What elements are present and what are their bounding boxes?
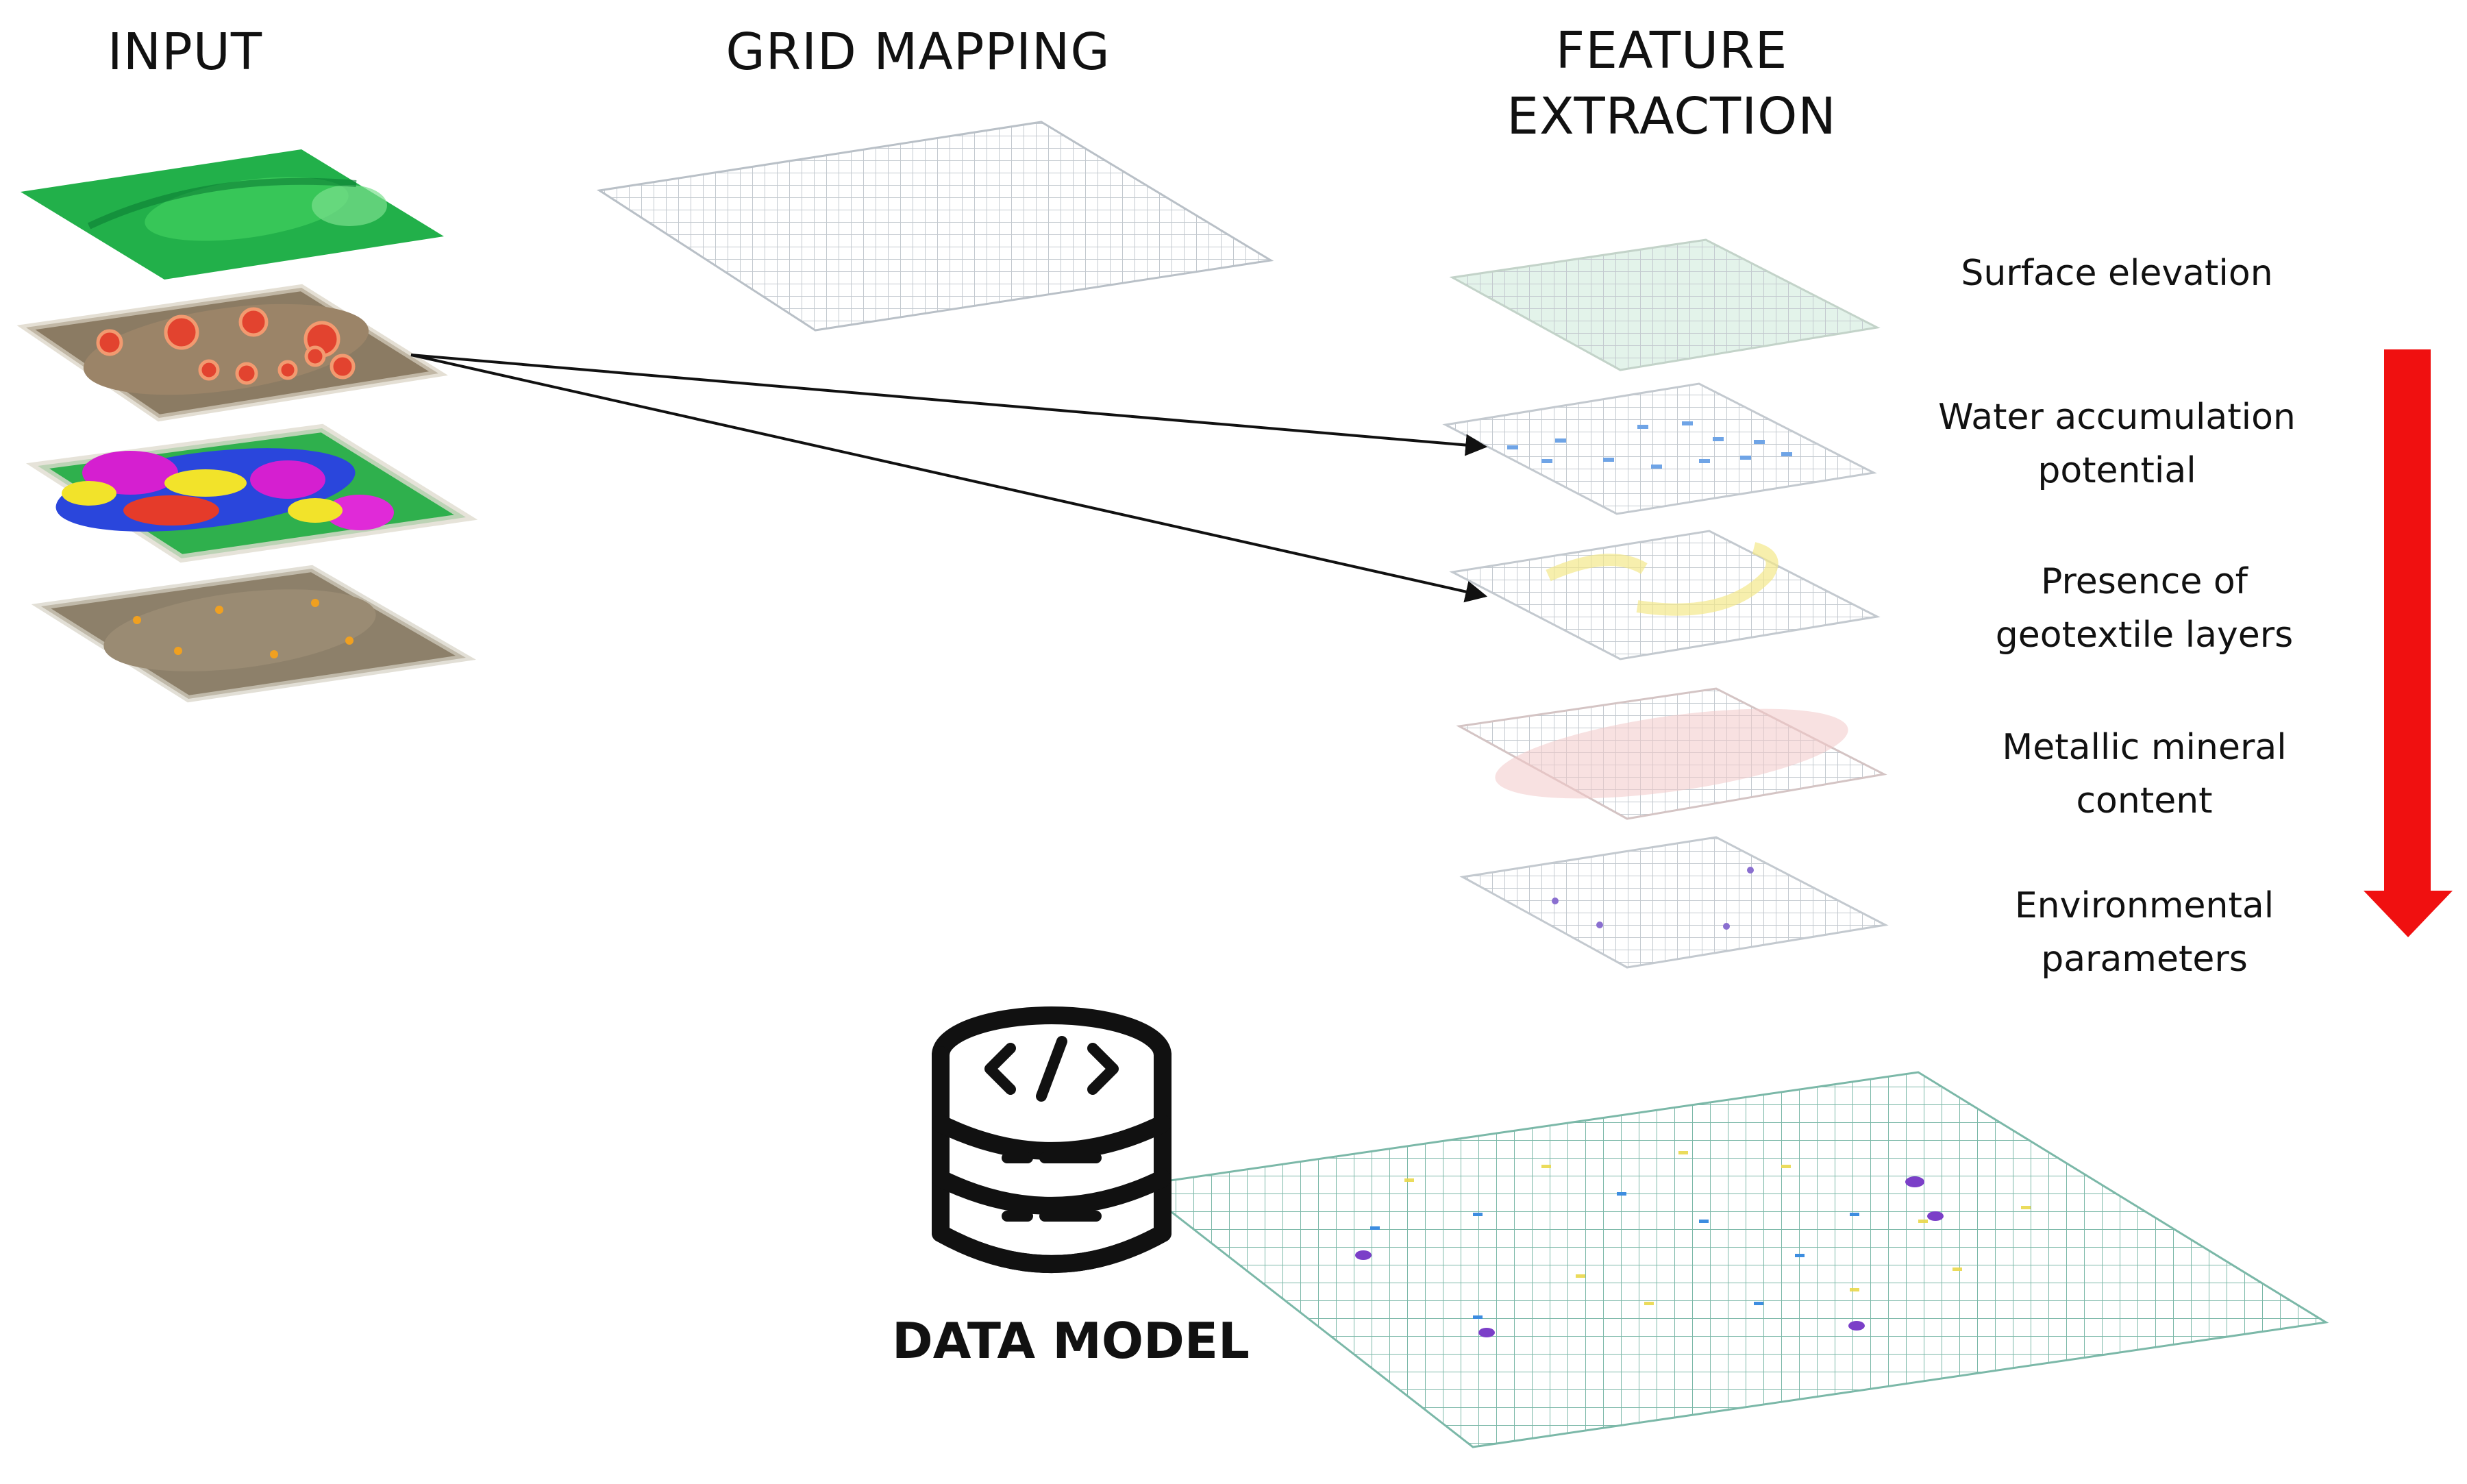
input-layer-heatmap [25,423,478,563]
red-down-arrow [2364,349,2453,937]
feature-label-line: parameters [2041,939,2248,980]
heading-feature-extraction: FEATURE EXTRACTION [1480,18,1863,149]
feature-label-line: Metallic mineral [2002,727,2287,768]
feature-label-line: Surface elevation [1961,253,2273,294]
data-model-grid [1135,1071,2329,1448]
heading-feature-line-1: FEATURE [1555,21,1788,80]
heading-input: INPUT [107,23,263,82]
database-code-icon [932,1006,1171,1273]
feature-label-metallic: Metallic mineral content [1918,721,2370,828]
feature-grid-geotextile [1449,530,1881,660]
arrow-to-geotextile-grid [410,354,1488,603]
input-layer-aerial-points [31,565,476,703]
mapping-grid [596,121,1274,332]
feature-label-environmental: Environmental parameters [1918,879,2370,986]
feature-label-water: Water accumulation potential [1891,391,2343,497]
feature-label-surface-elevation: Surface elevation [1891,247,2343,300]
feature-label-line: Environmental [2014,885,2274,926]
feature-label-line: Presence of [2041,561,2248,602]
heading-grid-mapping: GRID MAPPING [726,23,1111,82]
feature-label-geotextile: Presence of geotextile layers [1918,555,2370,662]
feature-grid-water [1442,382,1877,515]
input-layer-elevation [21,149,444,280]
feature-label-line: Water accumulation [1938,397,2296,438]
feature-grid-metallic [1456,687,1887,820]
feature-grid-surface-elevation [1449,238,1881,371]
data-model-label: DATA MODEL [892,1312,1250,1370]
heading-feature-line-2: EXTRACTION [1507,87,1837,146]
feature-label-line: content [2076,780,2213,821]
feature-label-line: potential [2037,450,2196,491]
input-layer-aerial-markers [16,284,448,422]
arrow-to-water-grid [410,354,1488,456]
feature-label-line: geotextile layers [1995,615,2294,656]
feature-grid-environmental [1459,836,1889,969]
